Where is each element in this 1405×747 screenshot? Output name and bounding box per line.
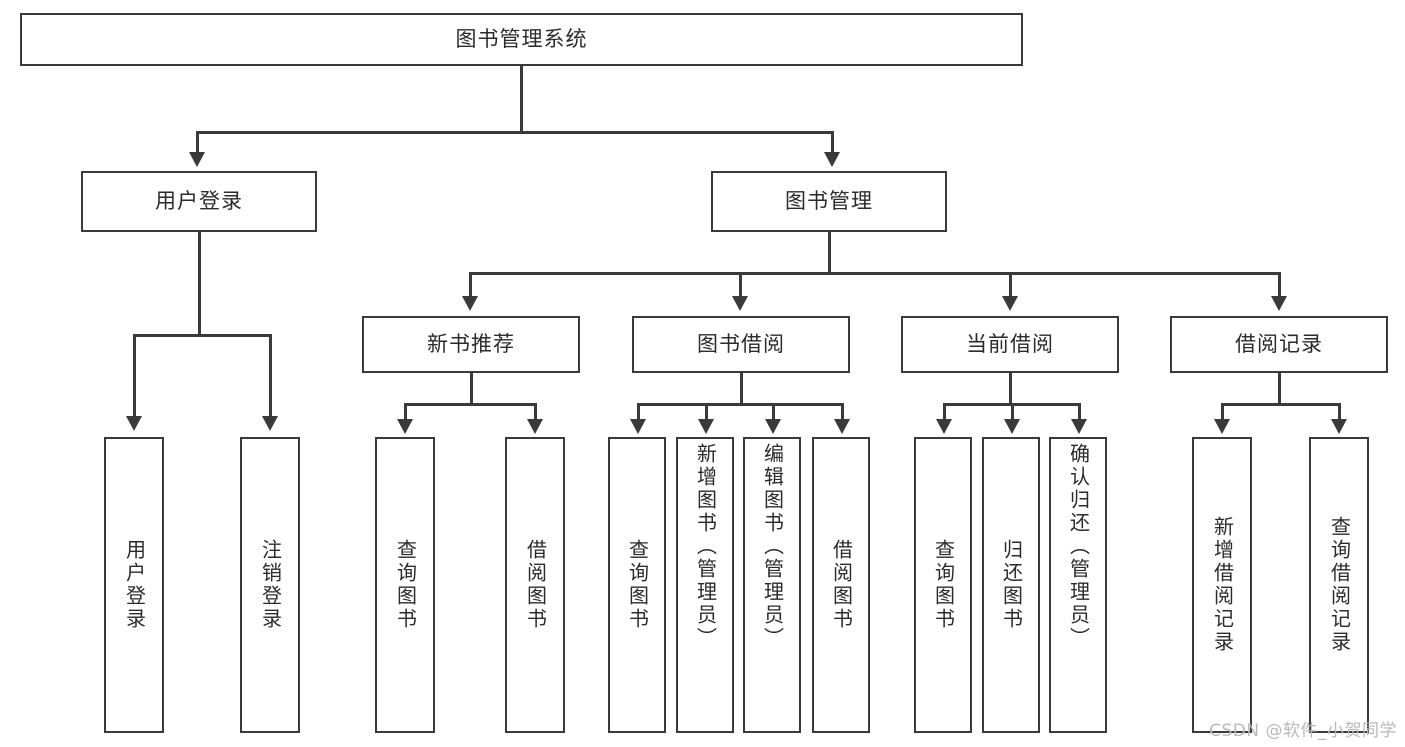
arrowhead-leaf-query-book-2 (630, 419, 646, 434)
node-label: 新增借阅记录 (1210, 516, 1235, 654)
node-label: 借阅记录 (1235, 332, 1323, 357)
connector-bookborrow-bus (637, 403, 843, 406)
connector-borrowrecords-drop-2 (1338, 403, 1341, 419)
connector-newbook-drop-2 (534, 403, 537, 419)
connector-bookmgmt-drop-2 (739, 272, 742, 297)
leaf-borrow-book[interactable]: 借阅图书 (812, 437, 870, 733)
leaf-borrow-book-recommend[interactable]: 借阅图书 (505, 437, 565, 733)
arrowhead-leaf-edit-book (765, 419, 781, 434)
connector-currentborrow-stem (1009, 373, 1012, 405)
arrowhead-borrow-records (1271, 296, 1287, 311)
connector-bookborrow-stem (740, 373, 743, 405)
connector-currentborrow-drop-1 (943, 403, 946, 419)
leaf-query-book-current[interactable]: 查询图书 (914, 437, 972, 733)
node-label: 新增图书（管理员） (693, 443, 718, 650)
arrowhead-new-book-recommend (462, 296, 478, 311)
connector-bookmgmt-drop-3 (1009, 272, 1012, 297)
leaf-confirm-return-admin[interactable]: 确认归还（管理员） (1049, 437, 1107, 733)
arrowhead-leaf-borrow-book-2 (834, 419, 850, 434)
arrowhead-user-login (189, 152, 205, 167)
node-label: 确认归还（管理员） (1066, 443, 1091, 650)
connector-bookmgmt-stem (828, 232, 831, 274)
node-label: 用户登录 (155, 189, 243, 214)
connector-bookborrow-drop-2 (705, 403, 708, 419)
watermark-text: CSDN @软件_小贺同学 (1209, 721, 1397, 741)
node-borrow-records[interactable]: 借阅记录 (1170, 316, 1388, 373)
arrowhead-leaf-return-book (1004, 419, 1020, 434)
arrowhead-leaf-logout (262, 416, 278, 431)
connector-userlogin-drop-1 (133, 334, 136, 417)
node-label: 查询图书 (931, 539, 956, 631)
connector-borrowrecords-bus (1221, 403, 1341, 406)
leaf-query-book-borrow[interactable]: 查询图书 (608, 437, 666, 733)
connector-newbook-stem (470, 373, 473, 405)
node-root-system[interactable]: 图书管理系统 (20, 13, 1023, 66)
node-user-login[interactable]: 用户登录 (81, 171, 317, 232)
node-label: 查询图书 (625, 539, 650, 631)
connector-root-bus (196, 131, 833, 134)
node-book-borrow[interactable]: 图书借阅 (632, 316, 850, 373)
connector-root-stem (520, 66, 523, 132)
arrowhead-leaf-borrow-book-1 (527, 419, 543, 434)
connector-bookmgmt-drop-1 (469, 272, 472, 297)
connector-currentborrow-drop-3 (1078, 403, 1081, 419)
arrowhead-leaf-add-record (1214, 419, 1230, 434)
leaf-logout[interactable]: 注销登录 (240, 437, 300, 733)
node-label: 新书推荐 (427, 332, 515, 357)
arrowhead-leaf-confirm-return (1071, 419, 1087, 434)
arrowhead-book-borrow (732, 296, 748, 311)
leaf-user-login[interactable]: 用户登录 (104, 437, 164, 733)
connector-userlogin-stem (198, 232, 201, 336)
node-label: 借阅图书 (523, 539, 548, 631)
connector-root-drop-left (196, 131, 199, 153)
arrowhead-book-manage (824, 152, 840, 167)
connector-bookmgmt-drop-4 (1278, 272, 1281, 297)
node-new-book-recommend[interactable]: 新书推荐 (362, 316, 580, 373)
node-label: 归还图书 (999, 539, 1024, 631)
arrowhead-leaf-user-login (126, 416, 142, 431)
node-label: 图书借阅 (697, 332, 785, 357)
connector-userlogin-bus (133, 334, 271, 337)
leaf-return-book[interactable]: 归还图书 (982, 437, 1040, 733)
connector-bookborrow-drop-4 (841, 403, 844, 419)
leaf-add-book-admin[interactable]: 新增图书（管理员） (676, 437, 734, 733)
leaf-query-borrow-record[interactable]: 查询借阅记录 (1309, 437, 1369, 733)
connector-root-drop-right (831, 131, 834, 153)
node-label: 图书管理 (785, 189, 873, 214)
connector-bookborrow-drop-3 (772, 403, 775, 419)
node-label: 查询图书 (393, 539, 418, 631)
node-label: 用户登录 (122, 539, 147, 631)
connector-borrowrecords-stem (1278, 373, 1281, 405)
node-label: 查询借阅记录 (1327, 516, 1352, 654)
arrowhead-leaf-add-book (698, 419, 714, 434)
connector-bookborrow-drop-1 (637, 403, 640, 419)
arrowhead-current-borrow (1002, 296, 1018, 311)
node-label: 编辑图书（管理员） (760, 443, 785, 650)
leaf-edit-book-admin[interactable]: 编辑图书（管理员） (743, 437, 801, 733)
node-book-management[interactable]: 图书管理 (711, 171, 947, 232)
node-current-borrow[interactable]: 当前借阅 (901, 316, 1119, 373)
connector-bookmgmt-bus (469, 272, 1280, 275)
node-label: 注销登录 (258, 539, 283, 631)
node-label: 借阅图书 (829, 539, 854, 631)
connector-borrowrecords-drop-1 (1221, 403, 1224, 419)
arrowhead-leaf-query-book-3 (936, 419, 952, 434)
connector-newbook-drop-1 (404, 403, 407, 419)
node-label: 当前借阅 (966, 332, 1054, 357)
leaf-query-book-recommend[interactable]: 查询图书 (375, 437, 435, 733)
arrowhead-leaf-query-book-1 (397, 419, 413, 434)
connector-userlogin-drop-2 (269, 334, 272, 417)
node-label: 图书管理系统 (455, 27, 588, 52)
arrowhead-leaf-query-record (1331, 419, 1347, 434)
leaf-add-borrow-record[interactable]: 新增借阅记录 (1192, 437, 1252, 733)
connector-newbook-bus (404, 403, 537, 406)
connector-currentborrow-drop-2 (1011, 403, 1014, 419)
